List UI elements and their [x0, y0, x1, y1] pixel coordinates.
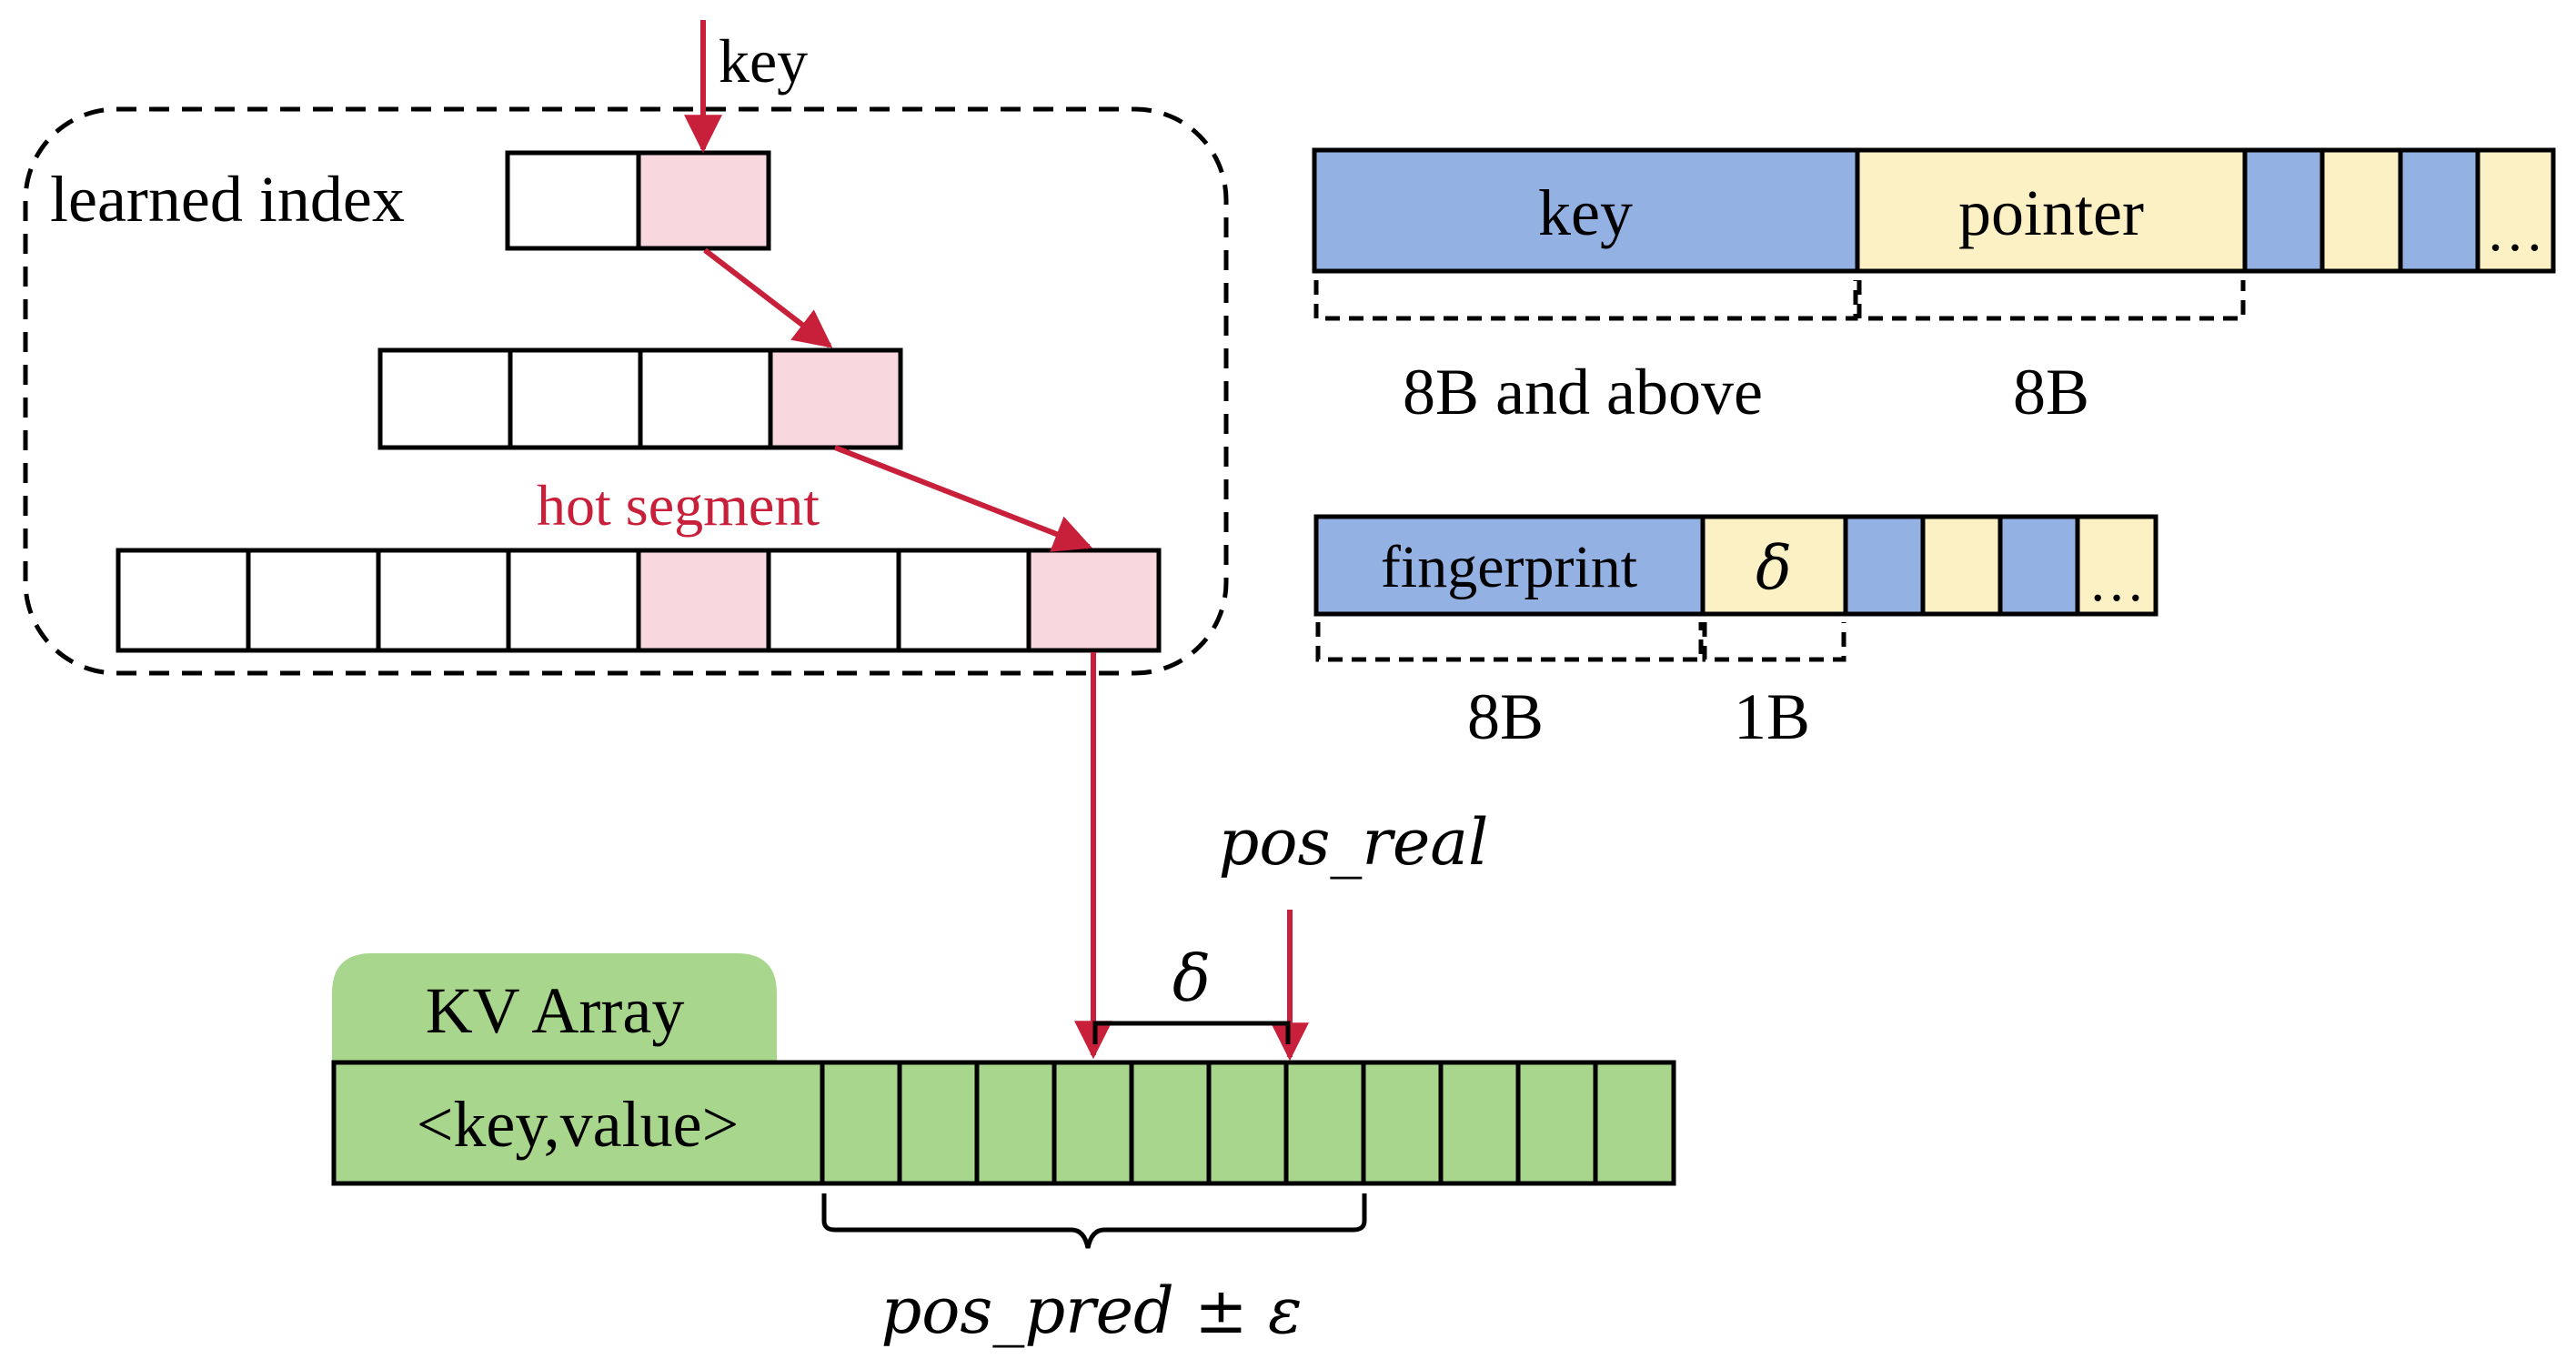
kv-slot	[1052, 1060, 1134, 1186]
kv-slot	[1206, 1060, 1289, 1186]
kv-pair-cell	[331, 1060, 825, 1186]
pointer-size-brace	[1857, 280, 2246, 321]
index-node	[896, 548, 1031, 653]
index-node	[377, 347, 513, 450]
kv-slot	[1283, 1060, 1366, 1186]
index-level-3	[116, 548, 1162, 653]
next-key-field	[2242, 147, 2325, 274]
next-fingerprint-field	[1997, 514, 2080, 617]
index-node	[505, 150, 641, 251]
kv-array-title: KV Array	[426, 974, 685, 1047]
kv-slot	[1438, 1060, 1521, 1186]
kv-slot	[820, 1060, 902, 1186]
next-pointer-field	[2475, 147, 2556, 274]
index-node-hot	[636, 548, 771, 653]
pos-pred-label: pos_pred ± ε	[880, 1273, 1302, 1348]
index-node-hot	[636, 150, 771, 251]
index-node-hot	[768, 347, 903, 450]
next-delta-field	[2075, 514, 2158, 617]
delta-field	[1700, 514, 1848, 617]
delta-bracket	[1092, 1021, 1291, 1044]
index-node	[508, 347, 643, 450]
fingerprint-size-label: 8B	[1467, 680, 1544, 753]
fingerprint-field	[1313, 514, 1706, 617]
learned-index-boundary	[23, 106, 1229, 676]
index-node	[506, 548, 641, 653]
kv-slot	[1515, 1060, 1598, 1186]
index-node	[246, 548, 381, 653]
index-node	[376, 548, 511, 653]
fingerprint-size-brace	[1315, 622, 1704, 662]
key-field-label: key	[1538, 176, 1633, 249]
index-level-2	[377, 347, 903, 450]
index-node-hot	[1026, 548, 1162, 653]
index-node	[116, 548, 251, 653]
error-bound-brace	[821, 1193, 1367, 1249]
kv-slot	[1129, 1060, 1212, 1186]
fingerprint-field-label: fingerprint	[1381, 534, 1637, 600]
kv-array-tab	[332, 953, 777, 1062]
index-level-1	[505, 150, 771, 251]
next-key-field	[2398, 147, 2480, 274]
kv-slot	[1593, 1060, 1676, 1186]
delta-field-label: δ	[1756, 533, 1792, 603]
key-field	[1312, 147, 1860, 274]
learned-index-label: learned index	[50, 163, 405, 236]
kv-pair-label: <key,value>	[417, 1088, 739, 1161]
index-node	[766, 548, 901, 653]
ellipsis: …	[2486, 198, 2544, 263]
traverse-arrow-2	[833, 445, 1092, 552]
traverse-arrow-1	[703, 247, 833, 348]
key-size-brace	[1313, 280, 1858, 321]
key-input-label: key	[719, 26, 808, 96]
index-node	[638, 347, 773, 450]
pointer-field-label: pointer	[1958, 176, 2144, 249]
fingerprint-entry-layout: fingerprint δ … 8B 1B	[1313, 514, 2158, 753]
ellipsis: …	[2088, 551, 2145, 613]
key-size-label: 8B and above	[1403, 356, 1763, 428]
kv-slot	[974, 1060, 1057, 1186]
pointer-size-label: 8B	[2013, 356, 2089, 428]
delta-size-brace	[1702, 622, 1846, 662]
kv-array: KV Array <key,value>	[331, 953, 1676, 1186]
kv-entry-layout: key pointer … 8B and above 8B	[1312, 147, 2556, 428]
kv-slot	[1361, 1060, 1444, 1186]
next-delta-field	[1920, 514, 2003, 617]
next-pointer-field	[2319, 147, 2403, 274]
next-fingerprint-field	[1843, 514, 1926, 617]
pointer-field	[1855, 147, 2248, 274]
kv-slot	[897, 1060, 980, 1186]
hot-segment-label: hot segment	[537, 473, 820, 538]
delta-label: δ	[1172, 941, 1211, 1016]
pos-real-label: pos_real	[1219, 805, 1489, 880]
delta-size-label: 1B	[1734, 680, 1810, 753]
